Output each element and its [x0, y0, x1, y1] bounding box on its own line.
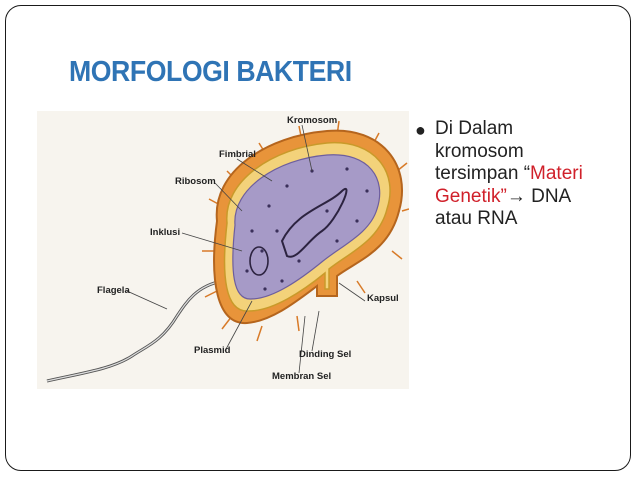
bullet-line-4-suffix: DNA	[525, 185, 572, 207]
label-flagela: Flagela	[97, 285, 130, 296]
bullet-line-4-red: Genetik”	[435, 185, 507, 207]
label-dinding-sel: Dinding Sel	[299, 349, 351, 360]
label-fimbrial: Fimbrial	[219, 149, 256, 160]
chromosome-shape	[280, 187, 348, 258]
label-ribosom: Ribosom	[175, 176, 216, 187]
plasmid-shape	[249, 246, 269, 276]
bullet-line-1: Di Dalam	[435, 118, 514, 139]
bacteria-diagram: Kromosom Fimbrial Ribosom Inklusi Flagel…	[37, 111, 409, 389]
bullet-text: Di Dalam kromosom tersimpan “Materi Gene…	[435, 118, 605, 231]
slide-frame	[5, 5, 631, 471]
bullet-dot-icon: ●	[415, 120, 426, 140]
label-kromosom: Kromosom	[287, 115, 337, 126]
label-kapsul: Kapsul	[367, 293, 399, 304]
bullet-line-3: tersimpan “Materi	[435, 163, 605, 186]
bullet-line-3-prefix: tersimpan “	[435, 163, 531, 184]
bullet-line-3-red: Materi	[530, 163, 583, 184]
bullet-line-4: Genetik”→ DNA	[435, 186, 605, 209]
bullet-line-2: kromosom	[435, 140, 524, 162]
label-inklusi: Inklusi	[150, 227, 180, 238]
slide-title: MORFOLOGI BAKTERI	[69, 56, 352, 88]
label-plasmid: Plasmid	[194, 345, 231, 356]
bullet-line-5: atau RNA	[435, 208, 518, 229]
label-membran-sel: Membran Sel	[272, 371, 331, 382]
arrow-right-icon: →	[506, 185, 526, 207]
